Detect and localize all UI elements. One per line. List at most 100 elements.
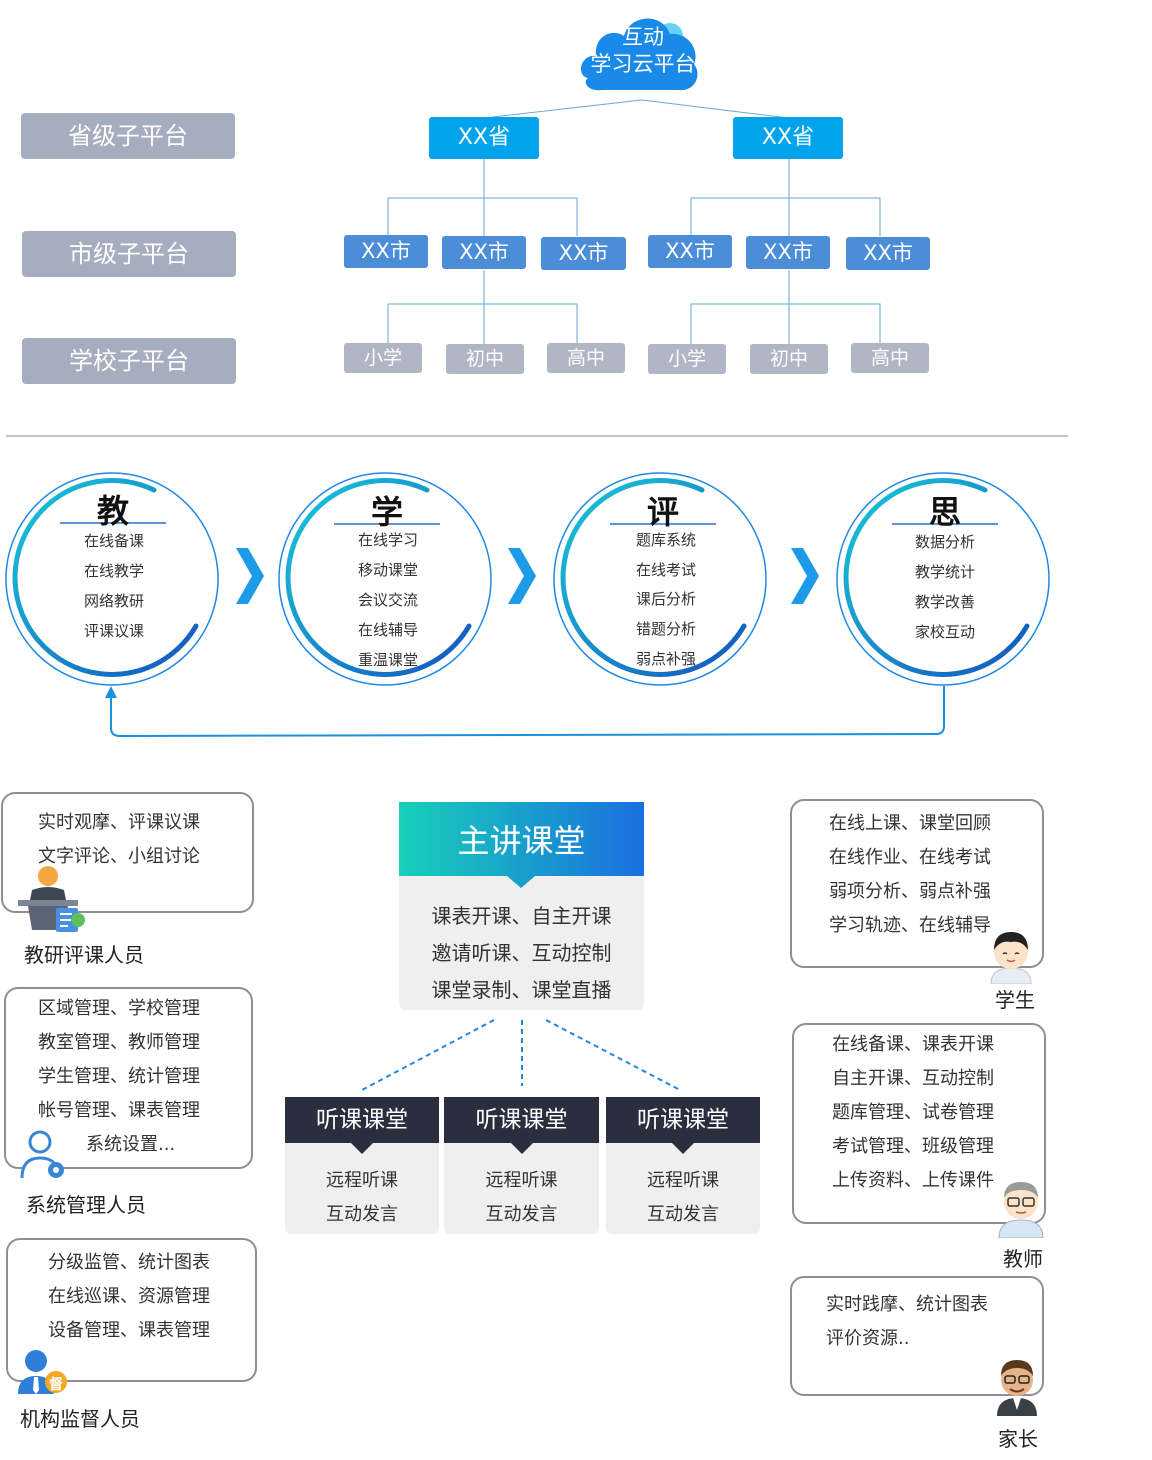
supervisor-icon bbox=[18, 1350, 67, 1394]
cycle-item: 教学改善 bbox=[914, 593, 975, 611]
listen-classroom-panel bbox=[444, 1143, 599, 1234]
role-feature: 学生管理、统计管理 bbox=[38, 1066, 200, 1087]
cycle-title-teach: 教 bbox=[96, 492, 129, 530]
role-feature: 系统设置... bbox=[86, 1134, 176, 1155]
cloud-icon bbox=[581, 18, 698, 91]
listen-classroom-title: 听课课堂 bbox=[285, 1097, 439, 1143]
role-name: 机构监督人员 bbox=[20, 1407, 140, 1431]
cycle-circle-teach bbox=[5, 472, 219, 686]
role-features: 分级监管、统计图表 在线巡课、资源管理 设备管理、课表管理 bbox=[48, 1246, 210, 1348]
role-features: 在线上课、课堂回顾 在线作业、在线考试 弱项分析、弱点补强 学习轨迹、在线辅导 bbox=[829, 807, 991, 943]
listen-classroom-title: 听课课堂 bbox=[606, 1097, 760, 1143]
role-feature: 学习轨迹、在线辅导 bbox=[829, 915, 991, 936]
listen-feature: 互动发言 bbox=[326, 1204, 398, 1225]
role-name: 家长 bbox=[998, 1427, 1038, 1451]
role-feature: 帐号管理、课表管理 bbox=[38, 1100, 200, 1121]
listen-classroom-features: 远程听课 互动发言 bbox=[285, 1164, 439, 1232]
listen-feature: 互动发言 bbox=[485, 1204, 558, 1225]
school-node: 初中 bbox=[750, 344, 828, 374]
role-feature: 考试管理、班级管理 bbox=[832, 1136, 994, 1157]
role-feature: 教室管理、教师管理 bbox=[38, 1032, 200, 1053]
cloud-title-line2: 学习云平台 bbox=[590, 52, 696, 76]
role-features: 实时观摩、评课议课 文字评论、小组讨论 bbox=[38, 806, 200, 874]
main-classroom-features: 课表开课、自主开课 邀请听课、互动控制 课堂录制、课堂直播 bbox=[399, 898, 644, 1009]
role-feature: 题库管理、试卷管理 bbox=[832, 1102, 994, 1123]
city-node: XX市 bbox=[648, 235, 732, 268]
role-features: 区域管理、学校管理 教室管理、教师管理 学生管理、统计管理 帐号管理、课表管理 … bbox=[38, 992, 200, 1162]
school-node: 初中 bbox=[446, 344, 524, 374]
city-node: XX市 bbox=[442, 236, 526, 269]
listen-feature: 互动发言 bbox=[647, 1204, 719, 1225]
cycle-item: 数据分析 bbox=[914, 533, 975, 551]
cycle-circle-learn bbox=[278, 472, 492, 686]
cycle-title-evaluate: 评 bbox=[646, 493, 679, 531]
cycle-item: 重温课堂 bbox=[357, 651, 418, 669]
cycle-title-reflect: 思 bbox=[928, 493, 961, 531]
cycle-item: 移动课堂 bbox=[357, 561, 418, 579]
role-name: 学生 bbox=[995, 988, 1035, 1012]
role-feature: 在线上课、课堂回顾 bbox=[829, 813, 991, 834]
role-feature: 设备管理、课表管理 bbox=[48, 1320, 210, 1341]
cycle-item: 在线学习 bbox=[357, 531, 418, 549]
listen-classroom-features: 远程听课 互动发言 bbox=[444, 1164, 599, 1232]
school-node: 小学 bbox=[344, 343, 422, 373]
pointer-icon bbox=[350, 1142, 374, 1154]
city-node: XX市 bbox=[846, 237, 930, 270]
cycle-item: 教学统计 bbox=[914, 563, 975, 581]
role-feature: 弱项分析、弱点补强 bbox=[829, 881, 991, 902]
classroom-connectors bbox=[361, 1019, 681, 1091]
role-feature: 区域管理、学校管理 bbox=[38, 998, 200, 1019]
tree-connectors bbox=[6, 99, 1068, 437]
admin-user-icon bbox=[20, 1130, 64, 1179]
city-node: XX市 bbox=[746, 236, 830, 269]
role-feature: 分级监管、统计图表 bbox=[48, 1252, 210, 1273]
cloud-platform-title: 互动 学习云平台 bbox=[578, 24, 708, 78]
cycle-circle-reflect bbox=[836, 472, 1050, 686]
cycle-graphics bbox=[5, 472, 1050, 738]
pointer-icon bbox=[671, 1142, 695, 1154]
province-node: XX省 bbox=[733, 117, 843, 159]
level-label-province: 省级子平台 bbox=[21, 113, 235, 159]
lecturer-icon bbox=[18, 866, 85, 932]
supervise-badge: 督 bbox=[49, 1377, 63, 1393]
cycle-item: 在线备课 bbox=[83, 532, 144, 550]
student-avatar-icon bbox=[990, 932, 1032, 984]
role-card-supervisor bbox=[6, 1238, 257, 1382]
school-node: 高中 bbox=[851, 343, 929, 373]
cycle-item: 弱点补强 bbox=[635, 650, 696, 668]
role-features: 在线备课、课表开课 自主开课、互动控制 题库管理、试卷管理 考试管理、班级管理 … bbox=[832, 1028, 994, 1198]
listen-feature: 远程听课 bbox=[326, 1170, 398, 1191]
cycle-title-learn: 学 bbox=[370, 493, 403, 531]
listen-classroom-panel bbox=[285, 1143, 439, 1234]
role-name: 系统管理人员 bbox=[26, 1193, 146, 1217]
role-feature: 实时践摩、统计图表 bbox=[826, 1294, 988, 1315]
province-node: XX省 bbox=[429, 117, 539, 159]
pointer-icon bbox=[510, 1142, 534, 1154]
listen-classroom-features: 远程听课 互动发言 bbox=[606, 1164, 760, 1232]
listen-classroom-panel bbox=[606, 1143, 760, 1234]
listen-classroom-title: 听课课堂 bbox=[444, 1097, 599, 1143]
city-node: XX市 bbox=[541, 237, 626, 270]
role-feature: 在线作业、在线考试 bbox=[829, 847, 991, 868]
role-name: 教研评课人员 bbox=[24, 943, 144, 967]
teacher-avatar-icon bbox=[998, 1182, 1044, 1238]
school-node: 高中 bbox=[547, 343, 625, 373]
cycle-item: 题库系统 bbox=[635, 531, 696, 549]
cycle-item: 在线考试 bbox=[635, 561, 696, 579]
role-name: 教师 bbox=[1003, 1247, 1043, 1271]
listen-feature: 远程听课 bbox=[485, 1170, 558, 1191]
parent-avatar-icon bbox=[997, 1360, 1037, 1416]
school-node: 小学 bbox=[648, 344, 726, 374]
role-feature: 实时观摩、评课议课 bbox=[38, 812, 200, 833]
cycle-item: 网络教研 bbox=[83, 592, 144, 610]
main-classroom-feature: 邀请听课、互动控制 bbox=[431, 941, 612, 965]
cycle-item: 错题分析 bbox=[635, 620, 696, 638]
role-feature: 在线巡课、资源管理 bbox=[48, 1286, 210, 1307]
role-card-teacher bbox=[792, 1023, 1046, 1224]
role-feature: 文字评论、小组讨论 bbox=[38, 846, 200, 867]
role-feature: 自主开课、互动控制 bbox=[832, 1068, 994, 1089]
role-feature: 上传资料、上传课件 bbox=[832, 1170, 994, 1191]
listen-feature: 远程听课 bbox=[647, 1170, 719, 1191]
city-node: XX市 bbox=[344, 235, 428, 268]
cycle-item: 在线教学 bbox=[83, 562, 144, 580]
